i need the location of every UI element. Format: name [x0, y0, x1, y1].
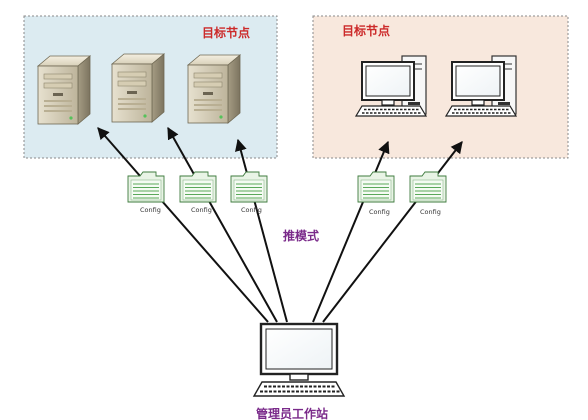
config-folder-icon: [357, 171, 395, 203]
arrow-to-server-2: [167, 126, 278, 323]
left-group-title: 目标节点: [202, 25, 250, 40]
config-label: Config: [420, 208, 441, 216]
config-folder-icon: [179, 171, 217, 203]
server-icon: [37, 55, 91, 125]
config-label: Config: [369, 208, 390, 216]
arrow-to-desktop-1: [312, 140, 390, 323]
admin-workstation-label: 管理员工作站: [256, 406, 328, 420]
config-folder-icon: [230, 171, 268, 203]
config-folder-icon: [409, 171, 447, 203]
server-icon: [187, 54, 241, 124]
config-label: Config: [191, 206, 212, 214]
right-group-title: 目标节点: [342, 23, 390, 38]
arrow-to-server-3: [235, 138, 288, 323]
arrow-to-desktop-2: [322, 141, 463, 323]
config-folder-icon: [127, 171, 165, 203]
server-icon: [111, 53, 165, 123]
workstation-icon: [252, 322, 346, 397]
right-target-group-box: [312, 15, 569, 159]
desktop-computer-icon: [445, 55, 517, 117]
config-label: Config: [241, 206, 262, 214]
desktop-computer-icon: [355, 55, 427, 117]
arrow-to-server-1: [97, 127, 269, 323]
config-label: Config: [140, 206, 161, 214]
push-mode-label: 推模式: [283, 228, 319, 243]
